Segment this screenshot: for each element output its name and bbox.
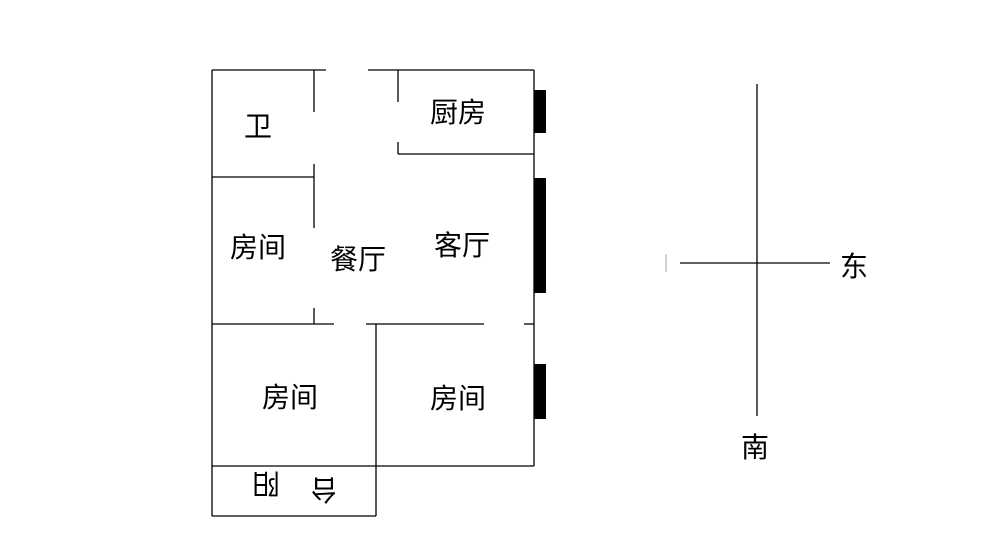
label-room-left: 房间: [230, 231, 286, 264]
label-balcony-1: 阳: [252, 467, 280, 500]
label-room-bottom-right: 房间: [430, 382, 486, 415]
label-living: 客厅: [434, 229, 490, 262]
window-room: [534, 364, 546, 419]
room-labels: 卫 厨房 房间 餐厅 客厅 房间 房间 阳 台: [230, 96, 490, 506]
label-kitchen: 厨房: [430, 96, 486, 129]
walls: [211, 69, 535, 517]
compass: 东 南: [665, 84, 868, 464]
window-kitchen: [534, 90, 546, 133]
label-dining: 餐厅: [330, 243, 386, 276]
compass-south-label: 南: [741, 431, 769, 464]
compass-east-label: 东: [840, 250, 868, 283]
windows: [534, 90, 546, 419]
label-bathroom: 卫: [244, 110, 272, 143]
label-balcony-2: 台: [310, 473, 338, 506]
label-room-bottom-left: 房间: [262, 381, 318, 414]
window-living: [534, 178, 546, 293]
